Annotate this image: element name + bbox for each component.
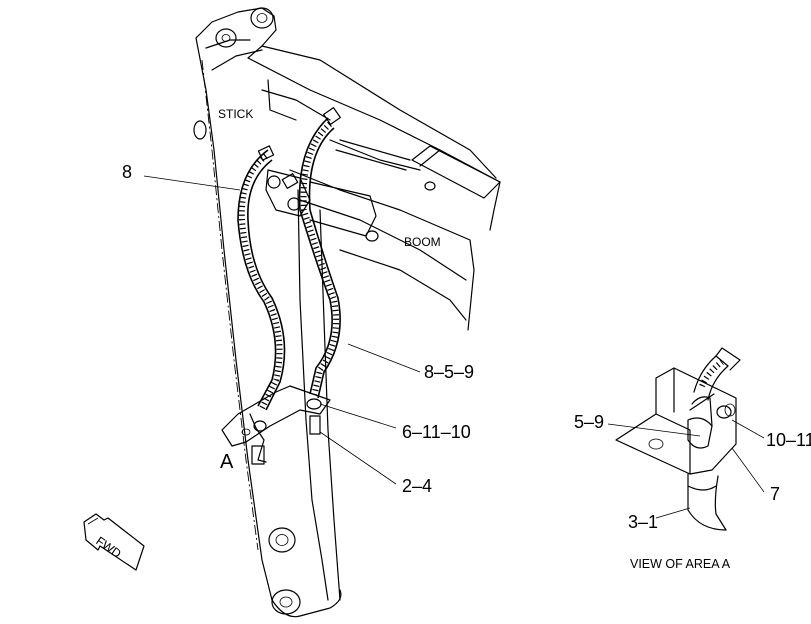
fwd-label: FWD — [93, 534, 124, 561]
callout-3-1: 3–1 — [628, 512, 658, 532]
callout-5-9: 5–9 — [574, 412, 604, 432]
boom-structure — [247, 45, 501, 331]
callout-8: 8 — [122, 162, 132, 182]
callout-7: 7 — [770, 484, 780, 504]
callout-8-5-9: 8–5–9 — [424, 362, 474, 382]
hydraulic-hoses — [237, 107, 341, 411]
forward-arrow — [83, 513, 145, 571]
area-a-marker: A — [220, 451, 234, 473]
callout-10-11: 10–11 — [766, 430, 811, 450]
leader-lines — [143, 175, 765, 519]
lower-bracket — [221, 385, 331, 465]
callout-2-4: 2–4 — [402, 476, 432, 496]
stick-label: STICK — [218, 107, 253, 121]
stick-arm — [193, 7, 342, 618]
view-caption: VIEW OF AREA A — [630, 557, 731, 571]
detail-view-area-a — [615, 347, 741, 531]
callout-6-11-10: 6–11–10 — [402, 422, 471, 442]
boom-label: BOOM — [404, 235, 441, 249]
